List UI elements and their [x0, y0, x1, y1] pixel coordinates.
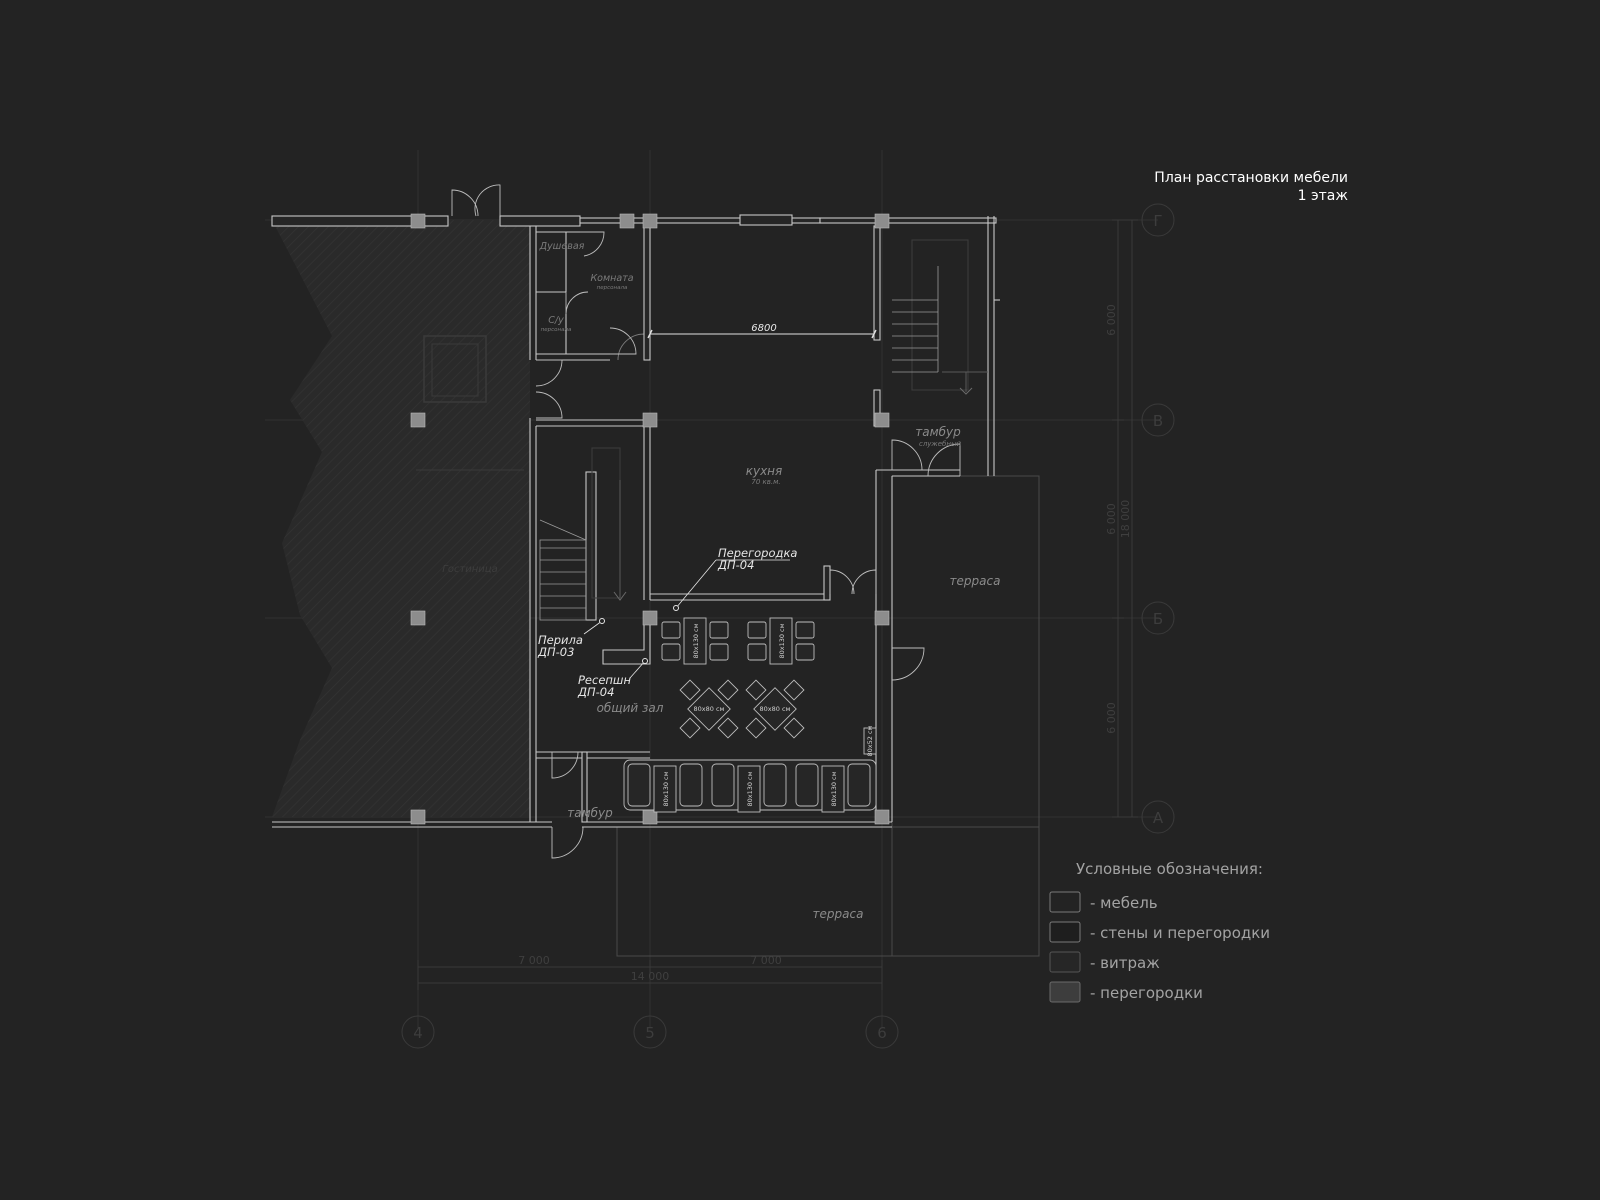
axis-row-4: А	[1153, 809, 1164, 827]
room-hotel: Гостиница	[442, 564, 497, 575]
legend-swatch-partitions	[1049, 981, 1081, 1003]
room-vestibule-service: тамбур	[915, 425, 961, 439]
kitchen-dimension	[647, 329, 877, 339]
room-labels: Душевая Комната персонала С/у персонала …	[539, 241, 1001, 921]
dim-bottom-total: 14 000	[631, 970, 670, 983]
terrace-bottom-outline	[616, 826, 1040, 957]
furniture-table-group-2	[747, 617, 815, 665]
annotation-partition-line1: Перегородка	[718, 546, 797, 560]
axis-row-3: Б	[1153, 610, 1163, 628]
dim-right-3: 6 000	[1105, 702, 1118, 734]
dim-bottom-1: 7 000	[518, 954, 550, 967]
annotation-reception-line1: Ресепшн	[578, 673, 631, 687]
annotation-partition-line2: ДП-04	[717, 558, 754, 572]
hotel-area	[272, 220, 530, 817]
legend-label-walls: - стены и перегородки	[1090, 924, 1270, 942]
axis-row-2: В	[1153, 412, 1163, 430]
axis-markers	[401, 203, 1175, 1049]
doors	[451, 184, 961, 859]
legend-label-glazing: - витраж	[1090, 954, 1160, 972]
plan-title-line1: План расстановки мебели	[1154, 170, 1348, 186]
dimension-lines	[417, 219, 1138, 990]
terrace-right-outline	[891, 475, 1040, 957]
kitchen-span-label: 6800	[751, 323, 776, 334]
legend-label-furniture: - мебель	[1090, 894, 1158, 912]
dim-right-total: 18 000	[1119, 500, 1132, 539]
table-label-7: 80x130 см	[830, 771, 838, 806]
furniture-diamond-table-1	[679, 679, 739, 739]
annotation-reception-line2: ДП-04	[577, 685, 614, 699]
legend-swatch-walls	[1049, 921, 1081, 943]
table-label-6: 80x130 см	[746, 771, 754, 806]
table-label-1: 80x130 см	[692, 623, 700, 658]
room-terrace-right: терраса	[950, 574, 1001, 588]
dim-right-2: 6 000	[1105, 503, 1118, 535]
stairs-right	[892, 239, 988, 395]
table-label-5: 80x130 см	[662, 771, 670, 806]
legend-swatch-furniture	[1049, 891, 1081, 913]
annotation-railing-line1: Перила	[538, 633, 583, 647]
room-vestibule-main: тамбур	[567, 806, 613, 820]
axis-row-1: Г	[1153, 212, 1162, 230]
room-main-hall: общий зал	[597, 701, 664, 715]
table-label-2: 80x130 см	[778, 623, 786, 658]
table-label-3: 80x80 см	[694, 705, 725, 713]
room-staff-sub: персонала	[597, 285, 628, 291]
furniture-table-group-1	[661, 617, 729, 665]
room-vestibule-service-sub: служебный	[919, 440, 961, 448]
stairs-left	[539, 447, 627, 621]
walls	[271, 214, 1000, 828]
room-shower: Душевая	[539, 241, 585, 252]
legend: Условные обозначения: - мебель - стены и…	[1049, 860, 1270, 1003]
plan-title-line2: 1 этаж	[1298, 188, 1349, 204]
furniture-booths	[623, 727, 877, 813]
legend-swatch-glazing	[1049, 951, 1081, 973]
table-label-4: 80x80 см	[760, 705, 791, 713]
plan-title: План расстановки мебели 1 этаж	[1154, 170, 1348, 204]
columns	[410, 213, 890, 825]
room-wc: С/у	[548, 315, 564, 326]
table-label-8: 80x52 см	[866, 725, 874, 756]
annotations	[583, 559, 790, 679]
axis-col-1: 4	[413, 1024, 423, 1042]
room-terrace-bottom: терраса	[813, 907, 864, 921]
axis-col-3: 6	[877, 1024, 887, 1042]
legend-title: Условные обозначения:	[1076, 860, 1263, 878]
dim-bottom-2: 7 000	[750, 954, 782, 967]
hotel-elevator	[423, 335, 487, 403]
dim-right-1: 6 000	[1105, 304, 1118, 336]
legend-label-partitions: - перегородки	[1090, 984, 1203, 1002]
room-kitchen: кухня	[746, 464, 783, 478]
room-staff: Комната	[590, 273, 633, 284]
room-wc-sub: персонала	[541, 327, 572, 333]
annotation-railing-line2: ДП-03	[537, 645, 574, 659]
room-kitchen-area: 70 кв.м.	[751, 478, 780, 486]
furniture-diamond-table-2	[745, 679, 805, 739]
axis-col-2: 5	[645, 1024, 655, 1042]
